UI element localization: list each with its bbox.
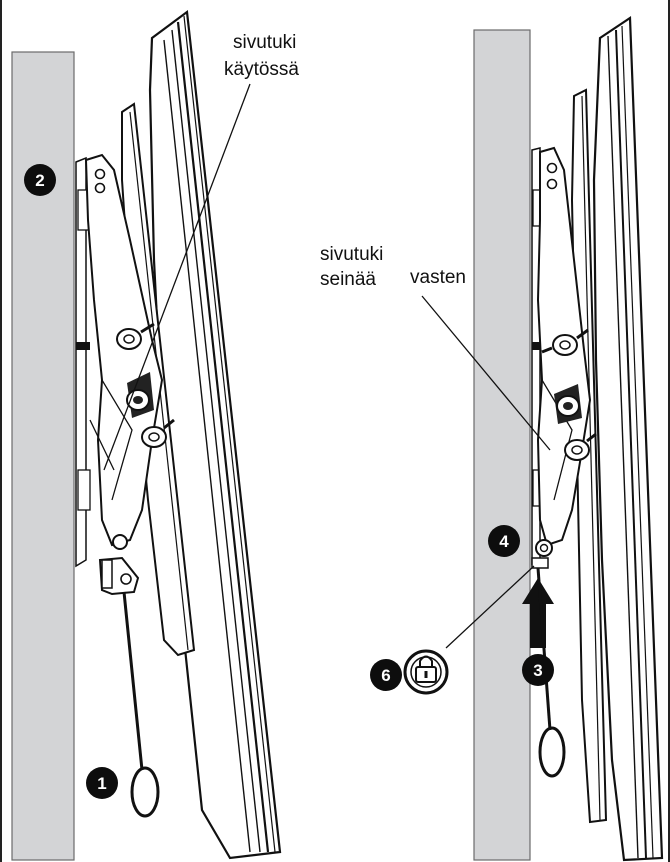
left-tab-clip xyxy=(101,559,113,589)
right-tv-backplate xyxy=(570,88,608,824)
left-screw-1 xyxy=(94,168,106,180)
left-pull-ring xyxy=(130,766,160,818)
svg-text:3: 3 xyxy=(533,661,542,680)
right-panel: sivutuki seinää vasten 4 3 6 xyxy=(320,15,664,862)
left-bracket-arm xyxy=(84,153,164,547)
left-panel: sivutuki käytössä 2 1 xyxy=(11,9,299,861)
right-wall xyxy=(473,29,531,861)
left-bracket-rib-2 xyxy=(89,419,115,471)
lock-leader xyxy=(445,565,535,649)
left-tv-inner-3 xyxy=(176,21,270,853)
right-knob-top xyxy=(541,328,589,356)
right-screw-2 xyxy=(546,178,558,190)
callout-1: 1 xyxy=(86,767,118,799)
left-tv-inner-4 xyxy=(183,15,276,853)
left-label-leader xyxy=(103,83,251,471)
right-pull-cord xyxy=(536,567,552,731)
right-label-leader xyxy=(421,295,551,451)
right-wall-notch xyxy=(532,342,545,350)
left-wall-plate xyxy=(75,156,87,568)
svg-text:1: 1 xyxy=(97,774,106,793)
left-wall-notch xyxy=(76,342,90,350)
callout-2: 2 xyxy=(24,164,56,196)
left-tab-hole xyxy=(120,573,132,585)
left-tv-inner-1 xyxy=(163,39,251,853)
right-bracket-rib xyxy=(541,379,573,501)
right-knob-bottom xyxy=(564,432,597,461)
right-tv-inner-3 xyxy=(621,25,654,859)
left-knob-top xyxy=(116,322,155,350)
right-pull-ring xyxy=(538,726,566,778)
label-side-support-in-use-1: sivutuki xyxy=(233,32,296,53)
left-wall-clip-bottom xyxy=(77,469,91,511)
right-tab-clip xyxy=(531,557,549,569)
callout-6: 6 xyxy=(370,659,402,691)
left-knob-bottom xyxy=(141,418,175,448)
left-bracket-rib xyxy=(101,379,133,501)
arrow-up-icon xyxy=(522,578,554,648)
callout-4: 4 xyxy=(488,525,520,557)
left-tv-inner-2 xyxy=(171,29,261,853)
right-tv-inner-1 xyxy=(607,35,639,859)
right-tv-inner-2 xyxy=(615,29,647,859)
label-side-support-wall-3: vasten xyxy=(410,267,466,288)
svg-text:2: 2 xyxy=(35,171,44,190)
right-backplate-line xyxy=(581,95,601,821)
right-knob-middle xyxy=(554,384,582,424)
label-side-support-in-use-2: käytössä xyxy=(224,59,299,80)
left-screw-2 xyxy=(94,182,106,194)
lock-icon xyxy=(403,649,449,695)
callout-3: 3 xyxy=(522,654,554,686)
svg-text:6: 6 xyxy=(381,666,390,685)
left-pull-cord xyxy=(122,591,144,771)
left-pivot xyxy=(112,534,128,550)
label-side-support-wall-2: seinää xyxy=(320,269,376,290)
right-screw-1 xyxy=(546,162,558,174)
label-side-support-wall-1: sivutuki xyxy=(320,244,383,265)
svg-text:4: 4 xyxy=(499,532,509,551)
